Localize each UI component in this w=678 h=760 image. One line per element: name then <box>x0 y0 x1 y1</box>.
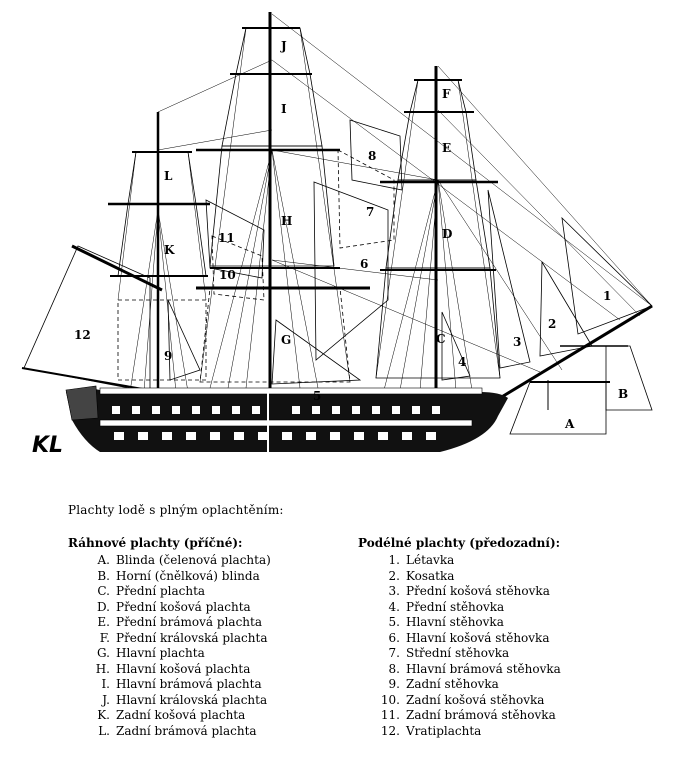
label-F: F <box>442 87 451 101</box>
list-item: 4.Přední stěhovka <box>388 599 505 614</box>
staysail-4 <box>441 311 471 381</box>
label-8: 8 <box>368 149 376 163</box>
list-item: D.Přední košová plachta <box>96 599 251 614</box>
label-5: 5 <box>313 389 321 403</box>
list-item: 8.Hlavní brámová stěhovka <box>388 661 561 676</box>
figure-caption: Plachty lodě s plným oplachtěním: <box>68 503 284 517</box>
sail-outlines <box>23 27 653 435</box>
sail-C <box>375 267 501 379</box>
list-item: 3.Přední košová stěhovka <box>388 584 550 598</box>
list-item: K.Zadní košová plachta <box>97 708 246 722</box>
sail-letters: J I H G F E D C L K A B 1 2 3 4 5 6 7 8 … <box>32 39 628 458</box>
staysail-6 <box>313 181 389 361</box>
list-item: 6.Hlavní košová stěhovka <box>388 630 550 645</box>
list-item: C.Přední plachta <box>97 584 206 598</box>
label-G: G <box>281 333 291 347</box>
list-item: 11.Zadní brámová stěhovka <box>380 708 556 722</box>
sail-L <box>127 151 197 205</box>
sail-A <box>509 381 607 435</box>
list-item: H.Hlavní košová plachta <box>95 661 251 676</box>
label-9: 9 <box>164 349 172 363</box>
ship-diagram: J I H G F E D C L K A B 1 2 3 4 5 6 7 8 … <box>21 12 653 458</box>
sail-I <box>221 73 323 147</box>
list-item: 5.Hlavní stěhovka <box>388 615 504 629</box>
square-sails-legend: Ráhnové plachty (příčné): A.Blinda (čele… <box>68 536 348 739</box>
staysail-8 <box>349 119 403 191</box>
label-3: 3 <box>513 335 521 349</box>
label-A: A <box>564 417 575 431</box>
label-4: 4 <box>458 355 466 369</box>
list-item: G.Hlavní plachta <box>97 646 205 660</box>
label-2: 2 <box>548 317 556 331</box>
sail-K <box>117 203 207 277</box>
fore-aft-sails-legend: Podélné plachty (předozadní): 1.Létavka … <box>358 536 658 739</box>
staysail-1 <box>561 216 653 335</box>
label-10: 10 <box>219 268 236 282</box>
list-item: 10.Zadní košová stěhovka <box>380 692 545 707</box>
sail-12-spanker <box>23 245 151 393</box>
masts-and-yards <box>21 12 653 410</box>
list-item: F.Přední královská plachta <box>99 630 268 645</box>
label-11: 11 <box>218 231 235 245</box>
sail-H <box>209 145 335 267</box>
label-B: B <box>618 387 628 401</box>
sail-F <box>409 79 467 113</box>
sail-mizzen-lower <box>117 299 207 381</box>
staysail-11 <box>205 199 265 279</box>
list-item: 7.Střední stěhovka <box>388 646 510 660</box>
staysail-10 <box>211 235 265 301</box>
label-K: K <box>164 243 175 257</box>
artist-signature: KL <box>32 433 63 458</box>
list-item: 12.Vratiplachta <box>380 723 482 738</box>
list-item: B.Horní (čnělková) blinda <box>97 568 260 583</box>
label-12: 12 <box>74 328 91 342</box>
label-I: I <box>281 102 287 116</box>
label-C: C <box>436 332 446 346</box>
staysail-7 <box>337 149 395 249</box>
square-sails-heading: Ráhnové plachty (příčné): <box>68 536 243 550</box>
staysail-3 <box>487 189 531 369</box>
list-item: J.Hlavní královská plachta <box>102 692 268 707</box>
fore-aft-sails-heading: Podélné plachty (předozadní): <box>358 536 561 550</box>
label-D: D <box>442 227 452 241</box>
label-6: 6 <box>360 257 368 271</box>
label-7: 7 <box>366 205 374 219</box>
list-item: 9.Zadní stěhovka <box>388 677 499 691</box>
list-item: 2.Kosatka <box>388 568 455 583</box>
sail-B <box>605 345 653 411</box>
fore-aft-sails-list: 1.Létavka 2.Kosatka 3.Přední košová stěh… <box>358 553 658 739</box>
label-E: E <box>442 141 451 155</box>
label-1: 1 <box>603 289 611 303</box>
list-item: 1.Létavka <box>388 553 455 567</box>
square-sails-list: A.Blinda (čelenová plachta) B.Horní (čně… <box>68 553 348 739</box>
list-item: A.Blinda (čelenová plachta) <box>97 553 271 567</box>
list-item: E.Přední brámová plachta <box>97 615 262 629</box>
label-H: H <box>281 214 292 228</box>
sail-D <box>385 179 491 269</box>
list-item: L.Zadní brámová plachta <box>98 723 257 738</box>
hull <box>65 385 508 452</box>
list-item: I.Hlavní brámová plachta <box>101 677 262 691</box>
label-J: J <box>280 39 287 53</box>
staysail-5 <box>271 319 362 385</box>
staysail-2 <box>539 260 593 357</box>
label-L: L <box>164 169 173 183</box>
